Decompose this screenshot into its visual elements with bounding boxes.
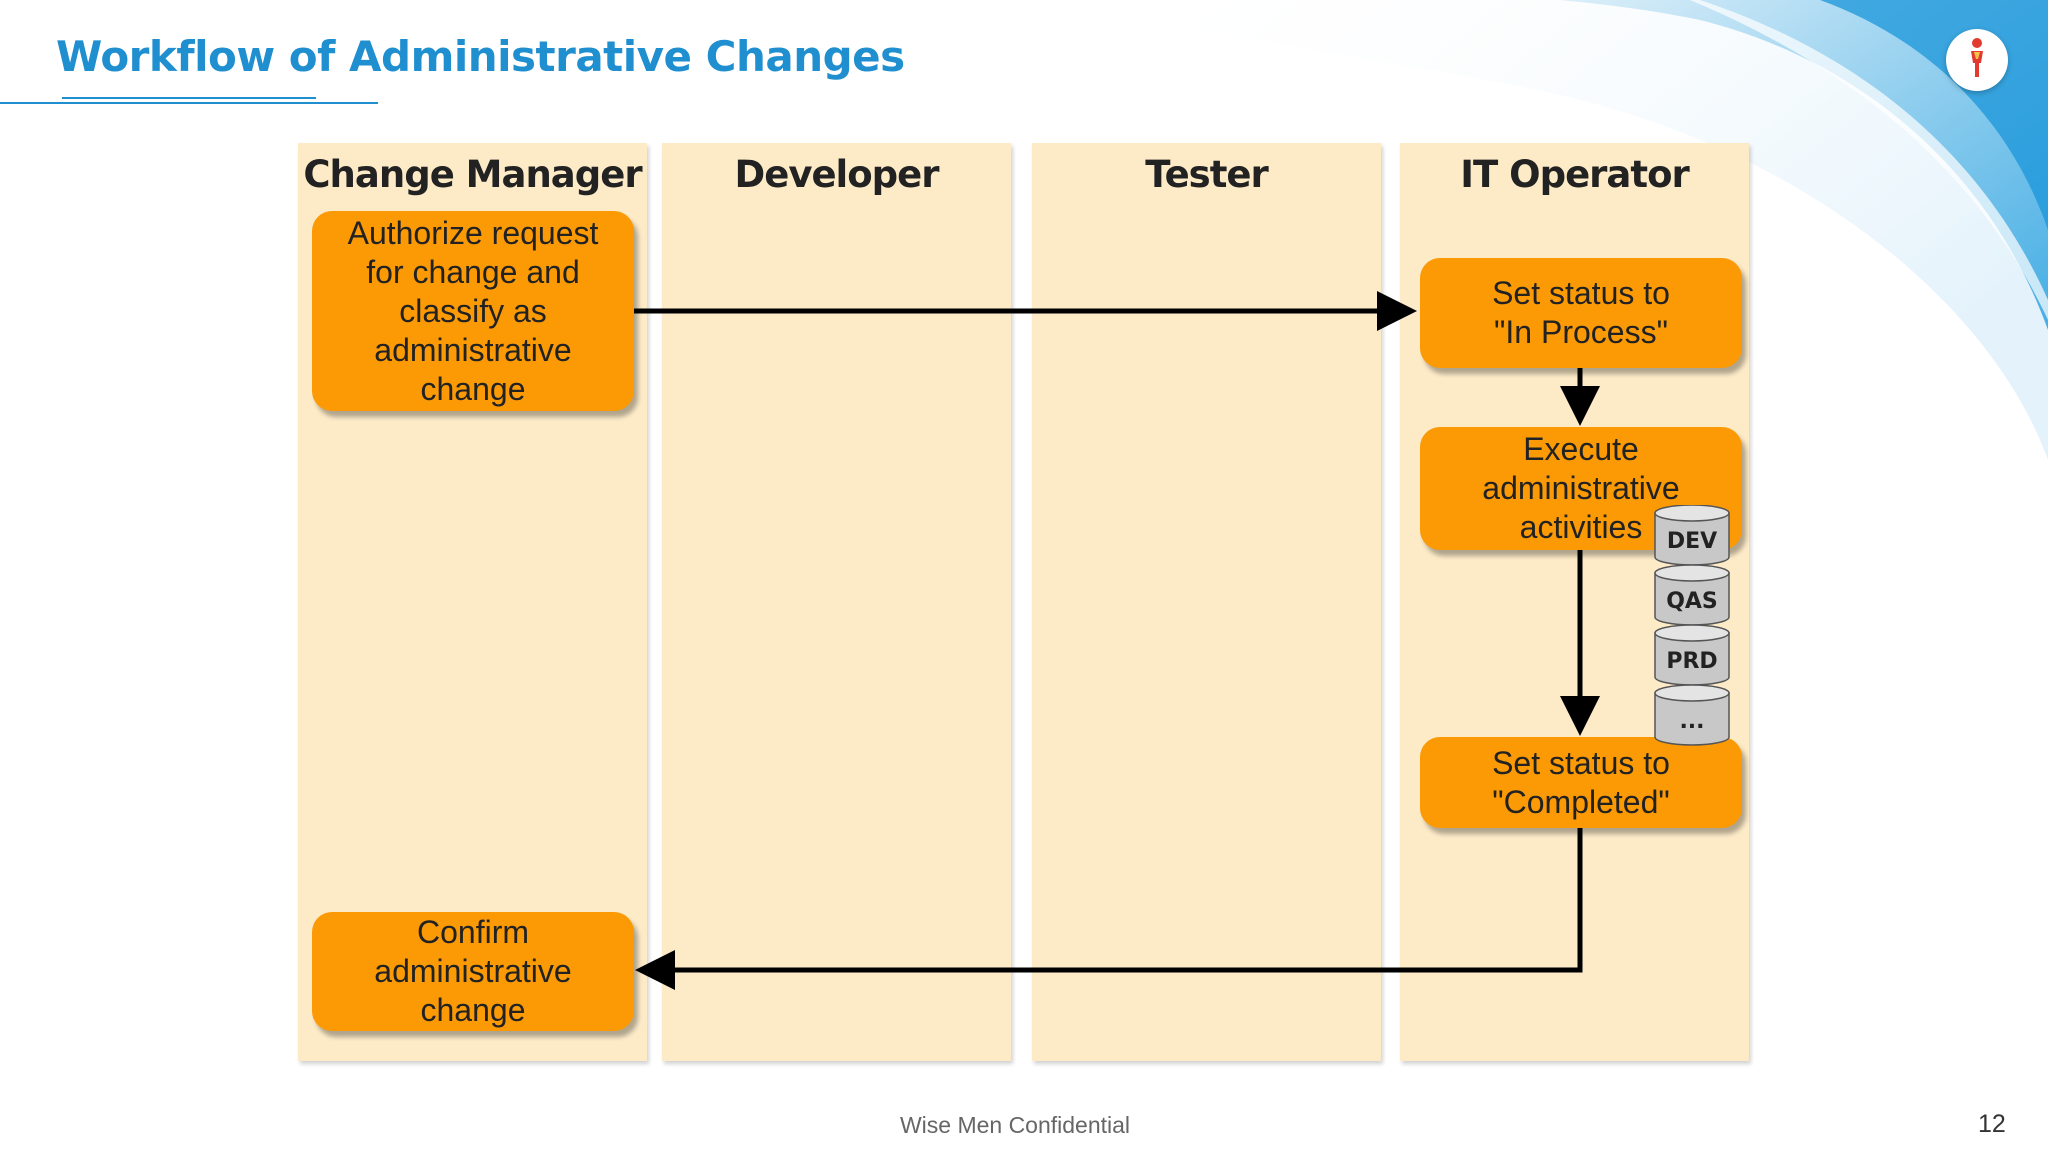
step-authorize-request: Authorize request for change and classif… bbox=[312, 211, 634, 411]
slide-title: Workflow of Administrative Changes bbox=[56, 32, 905, 81]
lane-tester: Tester bbox=[1032, 143, 1381, 1061]
lane-title: Developer bbox=[734, 153, 940, 196]
lane-title: Change Manager bbox=[303, 153, 642, 196]
database-prd-icon: PRD bbox=[1654, 624, 1730, 686]
database-label: PRD bbox=[1666, 649, 1717, 674]
database-dev-icon: DEV bbox=[1654, 505, 1730, 566]
title-underline bbox=[0, 102, 378, 104]
lane-developer: Developer bbox=[662, 143, 1011, 1061]
company-logo bbox=[1946, 29, 2008, 91]
step-execute-activities: Execute administrative activities bbox=[1420, 427, 1742, 550]
database-qas-icon: QAS bbox=[1654, 564, 1730, 626]
lane-title: Tester bbox=[1145, 153, 1268, 196]
title-underline-short bbox=[62, 97, 316, 99]
database-label: QAS bbox=[1666, 589, 1718, 614]
step-confirm-change: Confirm administrative change bbox=[312, 912, 634, 1031]
system-databases: DEV QAS PRD... bbox=[1654, 505, 1730, 746]
database-more-icon: ... bbox=[1654, 684, 1730, 746]
footer-confidential: Wise Men Confidential bbox=[899, 1112, 1131, 1138]
step-set-completed: Set status to "Completed" bbox=[1420, 737, 1742, 828]
database-label: ... bbox=[1679, 709, 1704, 734]
person-icon bbox=[1971, 38, 1983, 77]
lane-title: IT Operator bbox=[1460, 153, 1690, 196]
step-set-in-process: Set status to "In Process" bbox=[1420, 258, 1742, 368]
database-label: DEV bbox=[1667, 529, 1717, 554]
page-number: 12 bbox=[1978, 1110, 2006, 1138]
